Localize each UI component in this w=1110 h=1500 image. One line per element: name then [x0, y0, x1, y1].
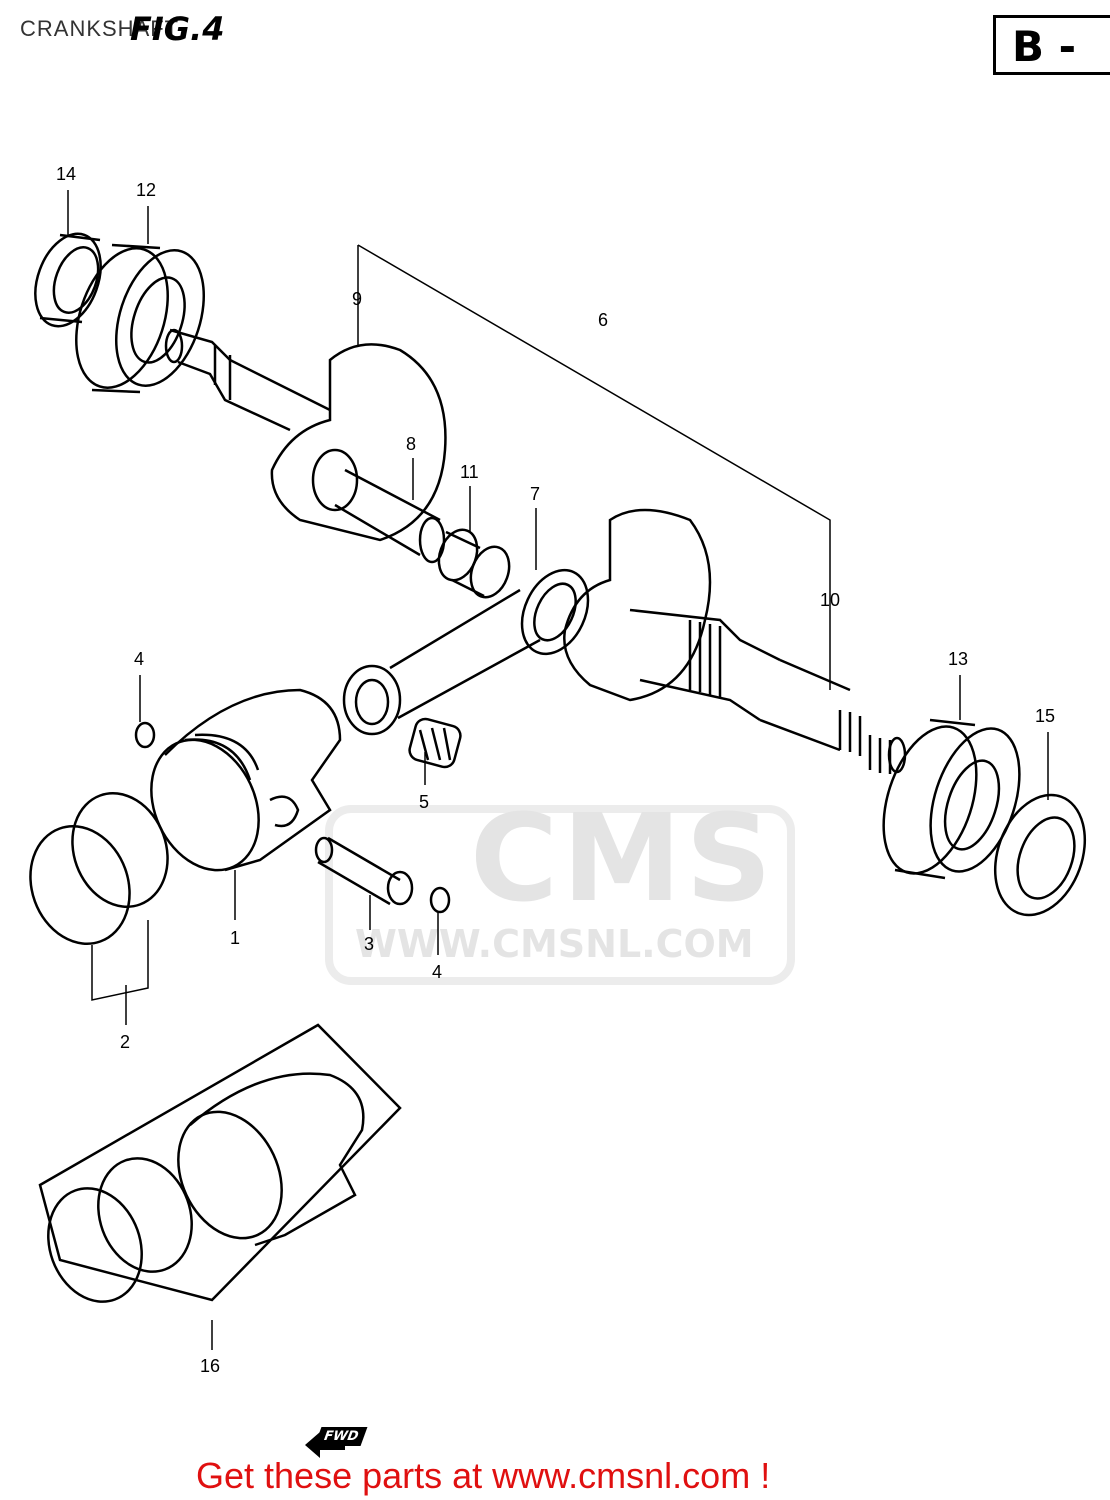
- watermark-brand: CMS: [470, 790, 776, 929]
- needle-bearing-upper-part[interactable]: [432, 524, 516, 602]
- callout-7: 7: [530, 484, 540, 504]
- connecting-rod-part[interactable]: [342, 559, 601, 736]
- callout-15: 15: [1035, 706, 1055, 726]
- section-badge: B -: [993, 15, 1110, 75]
- bearing-left-part[interactable]: [60, 237, 220, 400]
- piston-rings-part[interactable]: [14, 780, 183, 958]
- watermark-url: WWW.CMSNL.COM: [355, 922, 754, 966]
- callout-6: 6: [598, 310, 608, 330]
- circlip-lower-part[interactable]: [429, 886, 451, 914]
- piston-set-part[interactable]: [33, 1023, 402, 1315]
- section-badge-label: B -: [1012, 22, 1077, 71]
- leader-lines: [67, 190, 1049, 1350]
- oil-seal-right-part[interactable]: [979, 782, 1100, 927]
- callout-9: 9: [352, 289, 362, 309]
- callout-11: 11: [460, 462, 479, 482]
- callout-4-lower: 4: [432, 962, 442, 982]
- oil-seal-left-part[interactable]: [23, 225, 112, 336]
- circlip-upper-part[interactable]: [134, 721, 156, 749]
- callout-14: 14: [56, 164, 76, 184]
- footer-link[interactable]: Get these parts at www.cmsnl.com !: [196, 1455, 771, 1496]
- callout-2: 2: [120, 1032, 130, 1052]
- callout-4-upper: 4: [134, 649, 144, 669]
- figure-number: FIG.4: [130, 10, 225, 48]
- small-end-bearing-part[interactable]: [407, 717, 462, 769]
- callout-12: 12: [136, 180, 156, 200]
- bearing-right-part[interactable]: [867, 715, 1036, 886]
- watermark-frame: [325, 805, 795, 985]
- callout-16: 16: [200, 1356, 220, 1376]
- piston-part[interactable]: [131, 688, 342, 888]
- callout-8: 8: [406, 434, 416, 454]
- piston-pin-part[interactable]: [314, 836, 414, 906]
- forward-marker: FWD: [314, 1427, 368, 1446]
- page-title: CRANKSHAFT: [20, 16, 180, 41]
- callout-3: 3: [364, 934, 374, 954]
- callout-5: 5: [419, 792, 429, 812]
- callout-labels: 14 12 9 6 8 11 7 10 13 15 4 5 1 3 4 2 16: [56, 164, 1055, 1376]
- crank-right-part[interactable]: [563, 508, 907, 774]
- callout-1: 1: [230, 928, 240, 948]
- callout-10: 10: [820, 590, 840, 610]
- callout-13: 13: [948, 649, 968, 669]
- crank-left-part[interactable]: [164, 328, 447, 564]
